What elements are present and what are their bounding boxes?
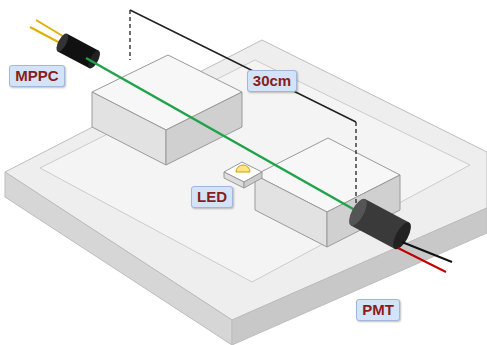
- part-name: MPPC: [9, 65, 64, 87]
- wire: [36, 20, 66, 38]
- base-plate-top: [5, 40, 487, 320]
- light-path: [86, 58, 362, 214]
- dimension-label: 30cm: [247, 70, 297, 92]
- led: [236, 165, 250, 172]
- dimension-line: [355, 122, 356, 205]
- wire: [402, 242, 452, 262]
- wire: [398, 248, 446, 272]
- mppc-box: [166, 92, 242, 165]
- pmt-box: [255, 175, 327, 247]
- mppc-box: [92, 92, 166, 165]
- part-name: PMT: [356, 299, 400, 321]
- dimension-line: [129, 10, 130, 60]
- wire: [30, 27, 62, 44]
- led-base: [244, 172, 262, 188]
- part-name: LED: [191, 186, 233, 208]
- dimension-line: [130, 10, 356, 122]
